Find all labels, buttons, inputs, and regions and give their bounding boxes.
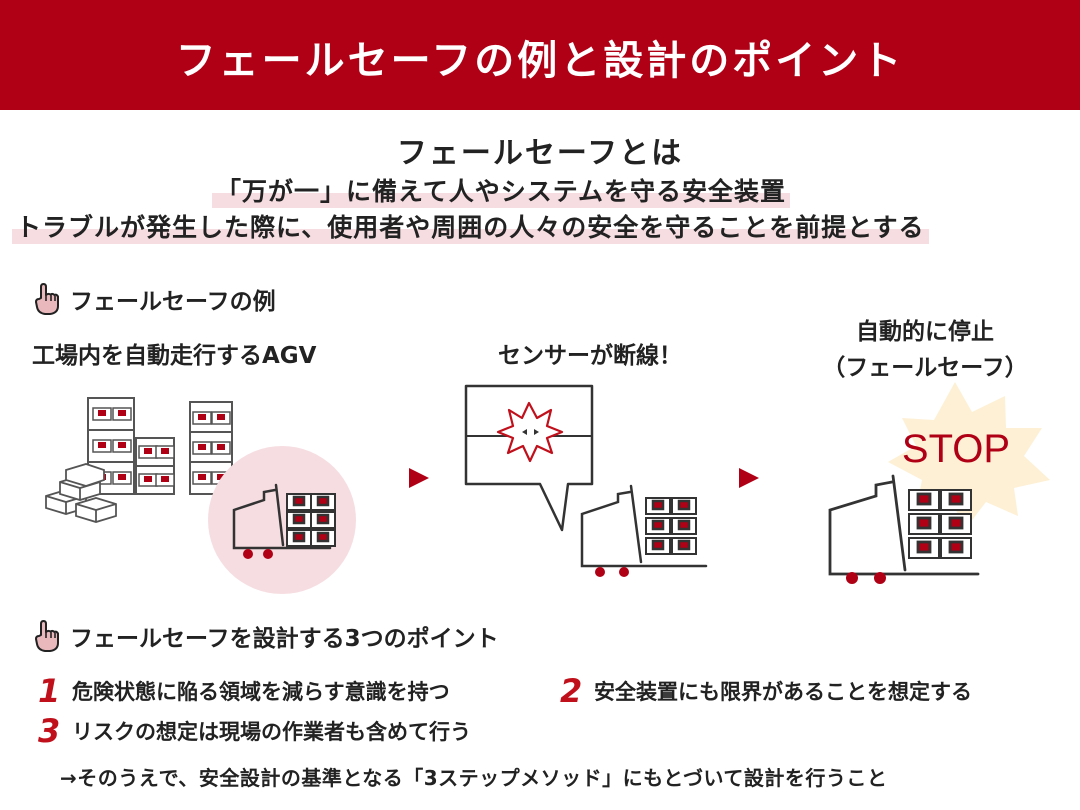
- point-number: 1: [38, 672, 61, 710]
- definition-line-1: 「万が一」に備えて人やシステムを守る安全装置: [212, 172, 791, 208]
- point-text: 危険状態に陥る領域を減らす意識を持つ: [72, 680, 450, 704]
- point-text: 安全装置にも限界があることを想定する: [594, 680, 972, 704]
- step-3-caption-line-1: 自動的に停止: [856, 319, 994, 345]
- points-heading-label: フェールセーフを設計する3つのポイント: [70, 626, 499, 652]
- point-item: 1 危険状態に陥る領域を減らす意識を持つ: [38, 672, 450, 710]
- point-number: 2: [560, 672, 583, 710]
- step-2-caption: センサーが断線！: [498, 343, 682, 369]
- point-number: 3: [38, 712, 61, 750]
- examples-heading-label: フェールセーフの例: [70, 289, 276, 315]
- agv-icon: [232, 483, 337, 559]
- arrow-right-icon: [409, 468, 429, 488]
- examples-heading: フェールセーフの例: [32, 282, 276, 316]
- header-banner: フェールセーフの例と設計のポイント: [0, 0, 1080, 110]
- point-item: 3 リスクの想定は現場の作業者も含めて行う: [38, 712, 471, 750]
- point-text: リスクの想定は現場の作業者も含めて行う: [72, 720, 471, 744]
- cardboard-boxes-icon: [45, 463, 117, 523]
- pointing-hand-icon: [35, 283, 59, 315]
- agv-icon: [580, 484, 708, 577]
- step-1-caption: 工場内を自動走行するAGV: [32, 343, 317, 369]
- page-title: フェールセーフの例と設計のポイント: [175, 38, 905, 84]
- step-3-caption: 自動的に停止 （フェールセーフ）: [790, 314, 1060, 386]
- step-3-caption-line-2: （フェールセーフ）: [822, 355, 1028, 381]
- pointing-hand-icon: [35, 620, 59, 652]
- definition-title: フェールセーフとは: [396, 136, 684, 171]
- stop-label: STOP: [902, 427, 1010, 471]
- arrow-right-icon: [739, 468, 759, 488]
- footnote: →そのうえで、安全設計の基準となる「3ステップメソッド」にもとづいて設計を行うこ…: [60, 766, 888, 790]
- sensor-break-bubble-icon: [464, 384, 594, 532]
- point-item: 2 安全装置にも限界があることを想定する: [560, 672, 972, 710]
- warehouse-shelves-icon: [87, 397, 233, 495]
- agv-icon: [828, 474, 980, 584]
- points-heading: フェールセーフを設計する3つのポイント: [32, 619, 499, 653]
- definition-line-2: トラブルが発生した際に、使用者や周囲の人々の安全を守ることを前提とする: [12, 208, 929, 244]
